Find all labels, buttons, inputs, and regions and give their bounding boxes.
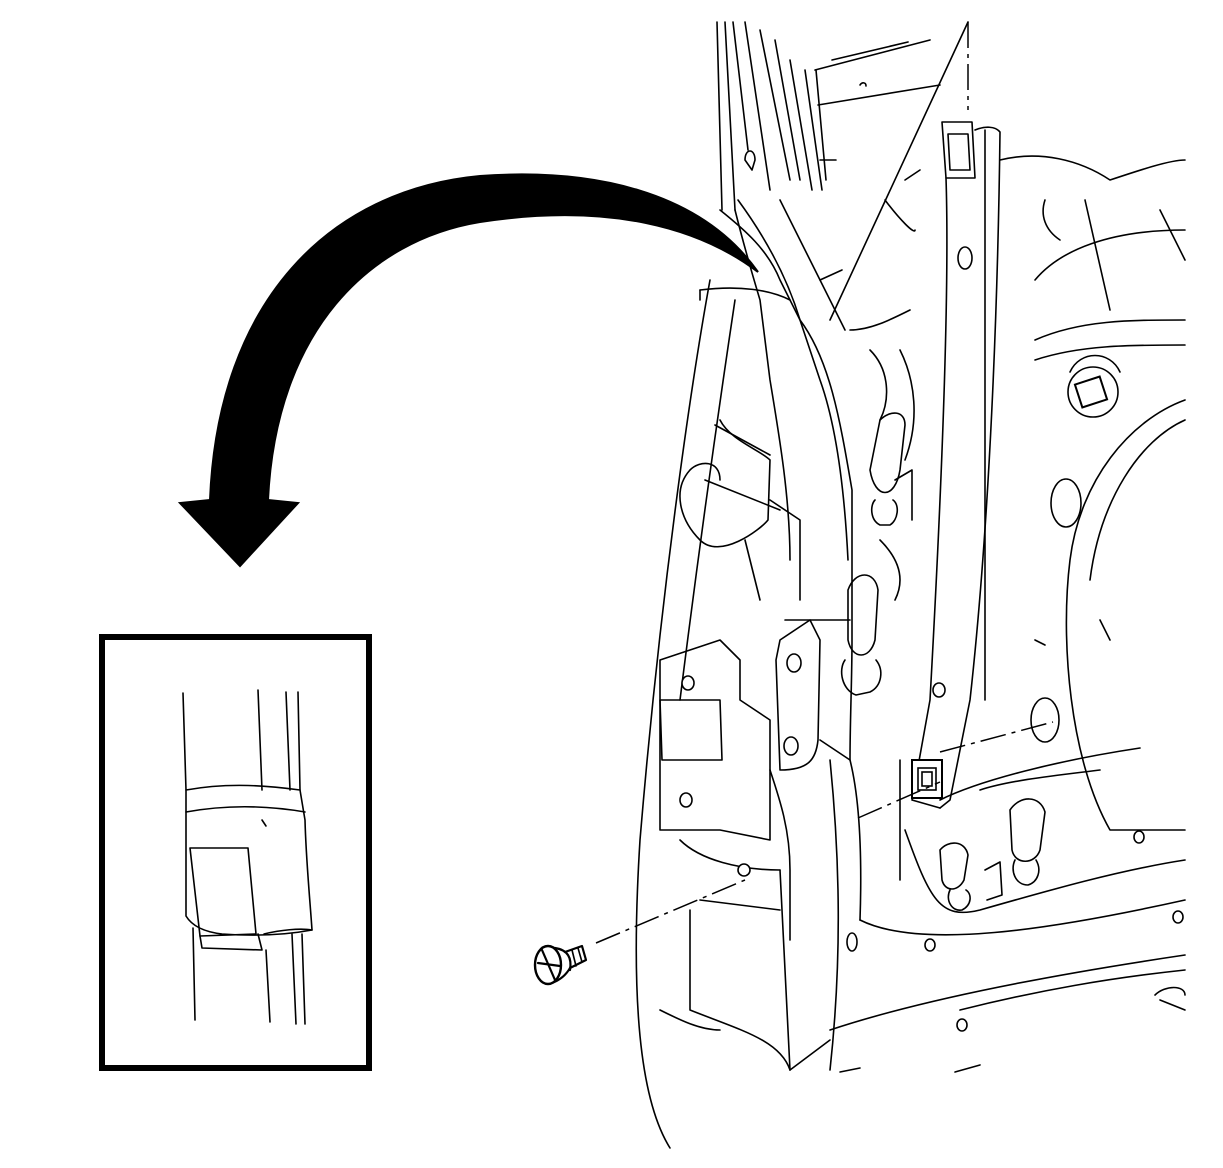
screw-fastener-icon	[533, 721, 1054, 986]
curved-arrow-icon	[177, 173, 759, 568]
detail-inset	[99, 634, 372, 1071]
pillar-assembly	[635, 21, 1186, 1149]
inset-pillar-detail	[182, 689, 313, 1025]
